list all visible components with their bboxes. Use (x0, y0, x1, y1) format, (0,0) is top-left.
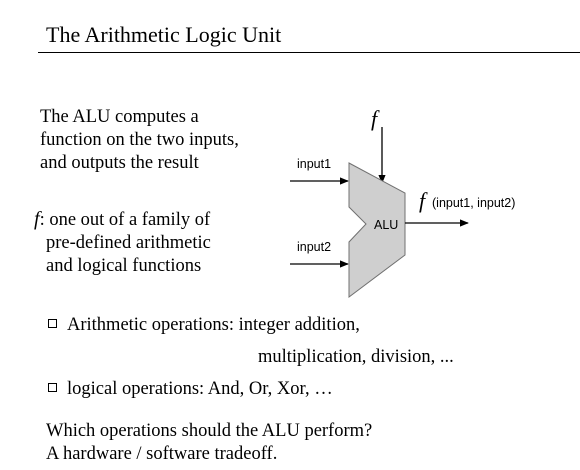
function-description: f: one out of a family of pre-defined ar… (34, 208, 211, 278)
alu-description: The ALU computes a function on the two i… (40, 106, 239, 175)
alu-block (348, 162, 406, 298)
closing-line: A hardware / software tradeoff. (46, 444, 278, 464)
output-args-label: (input1, input2) (432, 196, 515, 210)
function-description-line: and logical functions (46, 256, 202, 276)
alu-function-symbol: f (371, 106, 380, 131)
alu-label: ALU (374, 218, 398, 232)
bullet-arithmetic: Arithmetic operations: integer addition, (48, 314, 360, 337)
alu-diagram: f input1 input2 ALU f (input1, input2) (290, 106, 515, 298)
closing-line: Which operations should the ALU perform? (46, 421, 373, 441)
function-description-line: pre-defined arithmetic (46, 233, 211, 253)
function-description-text: : one out of a family of (39, 210, 211, 230)
alu-description-line: and outputs the result (40, 153, 199, 173)
output-function-symbol: f (419, 188, 428, 213)
bullet-logical: logical operations: And, Or, Xor, … (48, 378, 333, 401)
page-title: The Arithmetic Logic Unit (46, 22, 282, 47)
bullet-square-icon (48, 383, 57, 392)
bullet-text: Arithmetic operations: integer addition, (67, 315, 360, 335)
f-symbol: f (34, 208, 40, 230)
bullet-arithmetic-continuation: multiplication, division, ... (258, 347, 454, 367)
closing-question: Which operations should the ALU perform?… (46, 420, 372, 466)
alu-description-line: function on the two inputs, (40, 130, 239, 150)
bullet-text: logical operations: And, Or, Xor, … (67, 379, 333, 399)
bullet-square-icon (48, 319, 57, 328)
input1-label: input1 (297, 157, 331, 171)
input2-label: input2 (297, 240, 331, 254)
title-divider (38, 52, 580, 53)
alu-description-line: The ALU computes a (40, 107, 199, 127)
function-description-line: f: one out of a family of (34, 208, 211, 232)
